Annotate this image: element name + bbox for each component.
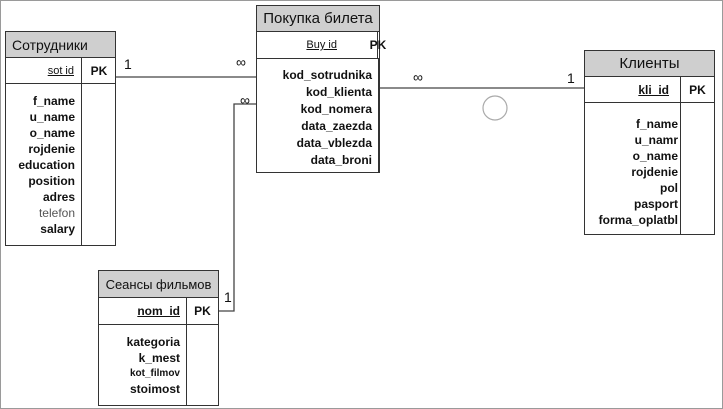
entity-seansy-filmov[interactable]: Сеансы фильмов nom_id PK kategoria k_mes… xyxy=(98,270,219,406)
column-divider xyxy=(680,103,681,234)
cardinality-pokupka-right: ∞ xyxy=(413,69,423,85)
column-divider xyxy=(81,84,82,245)
rel-line-seansy-pokupka xyxy=(219,103,256,312)
attribute: rojdenie xyxy=(631,165,678,179)
attribute: k_mest xyxy=(138,351,180,365)
attribute-list: f_name u_name o_name rojdenie education … xyxy=(6,84,115,245)
attribute: education xyxy=(18,158,75,172)
attribute: kategoria xyxy=(126,335,180,349)
entity-title: Сеансы фильмов xyxy=(99,271,218,298)
primary-key-name: kli_id xyxy=(638,82,669,97)
circle-marker xyxy=(482,95,508,121)
attribute: pasport xyxy=(633,197,678,211)
pk-label: PK xyxy=(370,32,386,58)
cardinality-klienty: 1 xyxy=(567,70,575,86)
attribute: data_broni xyxy=(310,153,372,167)
entity-title: Клиенты xyxy=(585,51,714,77)
attribute: data_zaezda xyxy=(301,119,372,133)
attribute: o_name xyxy=(29,126,75,140)
primary-key-row: nom_id PK xyxy=(99,298,218,325)
attribute: adres xyxy=(42,190,75,204)
attribute: rojdenie xyxy=(28,142,75,156)
cardinality-seansy: 1 xyxy=(224,289,232,305)
entity-sotrudniki[interactable]: Сотрудники sot id PK f_name u_name o_nam… xyxy=(5,31,116,246)
primary-key-row: kli_id PK xyxy=(585,77,714,103)
attribute-list: kod_sotrudnika kod_klienta kod_nomera da… xyxy=(257,59,379,172)
attribute: position xyxy=(28,174,75,188)
primary-key-name: nom_id xyxy=(137,304,180,318)
column-divider xyxy=(378,59,379,172)
attribute-list: kategoria k_mest kot_filmov stoimost xyxy=(99,325,218,405)
entity-title: Сотрудники xyxy=(6,32,115,58)
attribute: pol xyxy=(660,181,678,195)
primary-key-row: Buy id PK xyxy=(257,32,386,59)
primary-key-name: Buy id xyxy=(306,39,337,51)
cardinality-sotrudniki: 1 xyxy=(124,56,132,72)
cardinality-pokupka-left-top: ∞ xyxy=(236,54,246,70)
attribute: stoimost xyxy=(129,382,180,396)
entity-title: Покупка билета xyxy=(257,6,379,32)
pk-label: PK xyxy=(81,58,116,83)
attribute: salary xyxy=(40,222,75,236)
attribute: kot_filmov xyxy=(129,368,180,379)
cardinality-pokupka-left-bottom: ∞ xyxy=(240,92,250,108)
attribute: kod_klienta xyxy=(305,85,372,99)
attribute-list: f_name u_namr o_name rojdenie pol paspor… xyxy=(585,103,714,234)
attribute: u_namr xyxy=(634,133,678,147)
primary-key-row: sot id PK xyxy=(6,58,115,84)
primary-key-name: sot id xyxy=(47,64,74,77)
attribute: telefon xyxy=(38,206,75,220)
attribute: kod_sotrudnika xyxy=(282,68,372,82)
pk-label: PK xyxy=(680,77,714,102)
attribute: kod_nomera xyxy=(300,102,372,116)
pk-label: PK xyxy=(186,298,218,324)
attribute: forma_oplatbl xyxy=(598,213,678,227)
column-divider xyxy=(186,325,187,405)
attribute: f_name xyxy=(32,94,75,108)
attribute: o_name xyxy=(632,149,678,163)
entity-pokupka-bileta[interactable]: Покупка билета Buy id PK kod_sotrudnika … xyxy=(256,5,386,173)
attribute: data_vblezda xyxy=(296,136,372,150)
attribute: f_name xyxy=(635,117,678,131)
entity-klienty[interactable]: Клиенты kli_id PK f_name u_namr o_name r… xyxy=(584,50,715,235)
attribute: u_name xyxy=(29,110,75,124)
